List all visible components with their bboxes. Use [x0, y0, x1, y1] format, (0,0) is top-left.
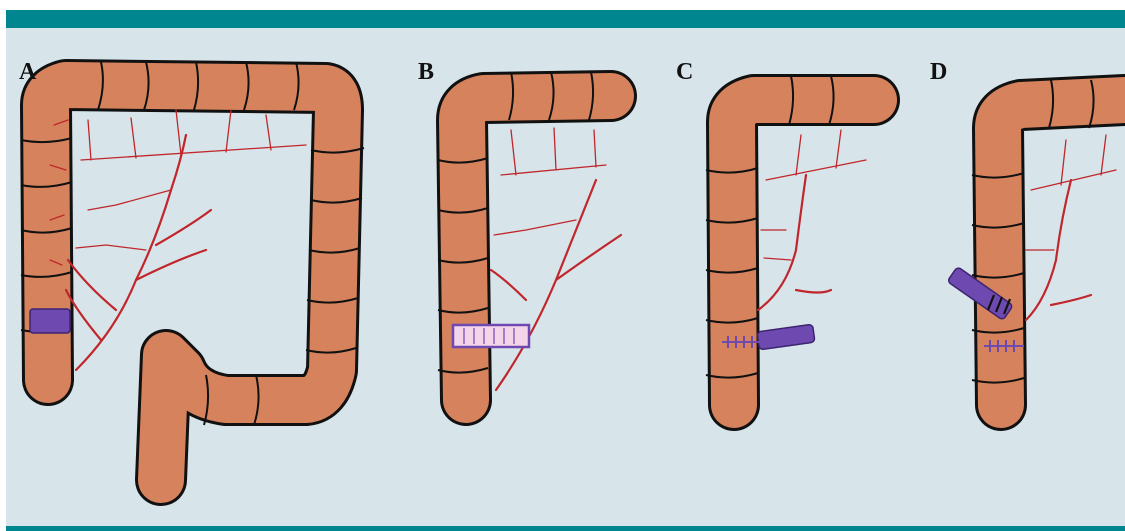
panel-b-diagram — [438, 72, 621, 400]
panel-label-d: D — [930, 60, 947, 84]
panel-label-a: A — [19, 60, 36, 84]
panel-a-marked-segment — [30, 309, 70, 333]
panel-label-c: C — [676, 60, 693, 84]
panel-d-diagram — [947, 80, 1125, 405]
bottom-color-bar — [6, 526, 1125, 531]
panel-d-colon — [998, 100, 1125, 405]
panel-a-diagram — [21, 62, 364, 480]
panel-c-stapler — [757, 324, 815, 350]
panel-b-colon — [462, 96, 611, 400]
figure-frame: .colon { fill: none; stroke-linecap: rou… — [6, 10, 1125, 531]
panel-c-colon — [732, 100, 874, 405]
panel-c-diagram — [706, 76, 874, 405]
colon-illustrations: .colon { fill: none; stroke-linecap: rou… — [6, 10, 1125, 531]
panel-label-b: B — [418, 60, 434, 84]
